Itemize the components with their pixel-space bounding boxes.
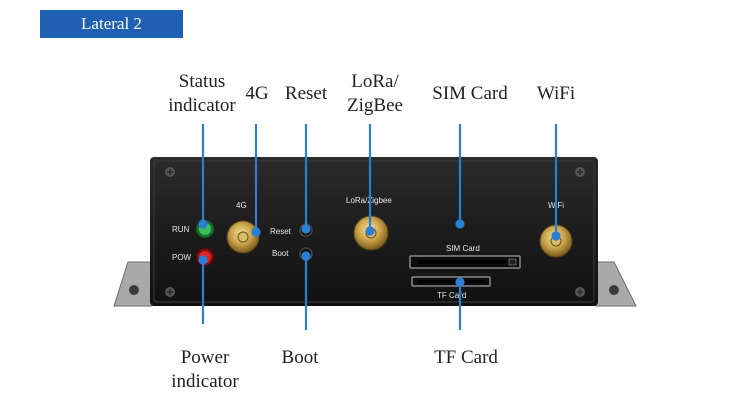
status-label-line1: Status: [178, 71, 226, 92]
lora-callout-dot: [365, 226, 375, 236]
status-indicator-label: Status indicator: [160, 70, 244, 118]
tf-callout-dot: [455, 277, 465, 287]
run-led-label: RUN: [172, 225, 190, 234]
boot-button-label: Boot: [272, 249, 289, 258]
sim-card-label: SIM Card: [432, 83, 508, 104]
left-mounting-flange: [113, 261, 153, 307]
screw-icon: [165, 287, 175, 297]
wifi-callout-dot: [551, 231, 561, 241]
left-flange-hole: [129, 285, 139, 295]
screw-icon: [575, 287, 585, 297]
boot-callout-dot: [301, 251, 311, 261]
pow-led-label: POW: [172, 253, 192, 262]
enclosure-bevel: [153, 160, 595, 303]
section-title: Lateral 2: [40, 10, 183, 38]
boot-label: Boot: [281, 347, 319, 368]
lora-zigbee-label: LoRa/ ZigBee: [335, 70, 415, 118]
sim-slot-opening: [418, 260, 506, 264]
reset-callout-dot: [301, 224, 311, 234]
status-label-line2: indicator: [168, 95, 236, 116]
wifi-label: WiFi: [536, 83, 576, 104]
reset-button-label: Reset: [270, 227, 292, 236]
4g-connector-core: [237, 231, 249, 243]
power-label-line1: Power: [180, 347, 230, 368]
4g-callout-dot: [251, 227, 261, 237]
right-flange-hole: [609, 285, 619, 295]
power-callout-dot: [198, 255, 208, 265]
tf-card-label: TF Card: [434, 347, 498, 368]
reset-label: Reset: [284, 83, 328, 104]
4g-label: 4G: [245, 83, 269, 104]
status-callout-dot: [198, 219, 208, 229]
4g-port-label: 4G: [236, 201, 247, 210]
tf-slot-opening: [418, 280, 484, 283]
screw-icon: [575, 167, 585, 177]
power-indicator-label: Power indicator: [160, 346, 250, 394]
sim-callout-dot: [455, 219, 465, 229]
lora-label-line2: ZigBee: [347, 95, 403, 116]
lora-label-line1: LoRa/: [351, 71, 399, 92]
tf-slot-label: TF Card: [437, 291, 466, 300]
power-label-line2: indicator: [171, 371, 239, 392]
screw-icon: [165, 167, 175, 177]
right-mounting-flange: [595, 261, 637, 307]
sim-slot-label: SIM Card: [446, 244, 480, 253]
sim-slot-eject: [508, 258, 517, 266]
